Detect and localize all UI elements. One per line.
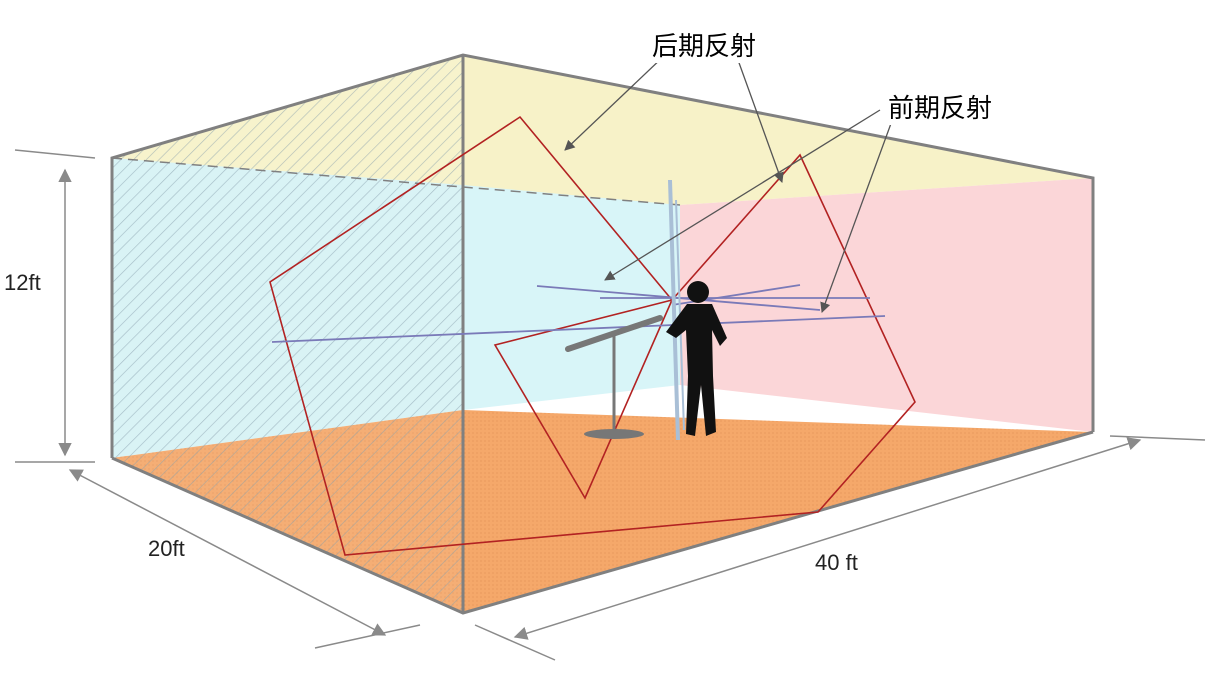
back-wall (463, 185, 680, 410)
microphone-stand (565, 315, 663, 439)
right-wall (680, 178, 1093, 432)
late-reflection-label: 后期反射 (648, 26, 761, 63)
height-dimension-label: 12ft (4, 270, 41, 295)
early-reflection-label: 前期反射 (884, 88, 997, 125)
person-silhouette (666, 281, 727, 436)
dimension-lines (14, 149, 1206, 661)
front-left-wall-tint (112, 55, 463, 613)
length-dimension-label: 40 ft (815, 550, 858, 575)
callout-pointers (564, 54, 894, 313)
width-dimension-label: 20ft (148, 536, 185, 561)
